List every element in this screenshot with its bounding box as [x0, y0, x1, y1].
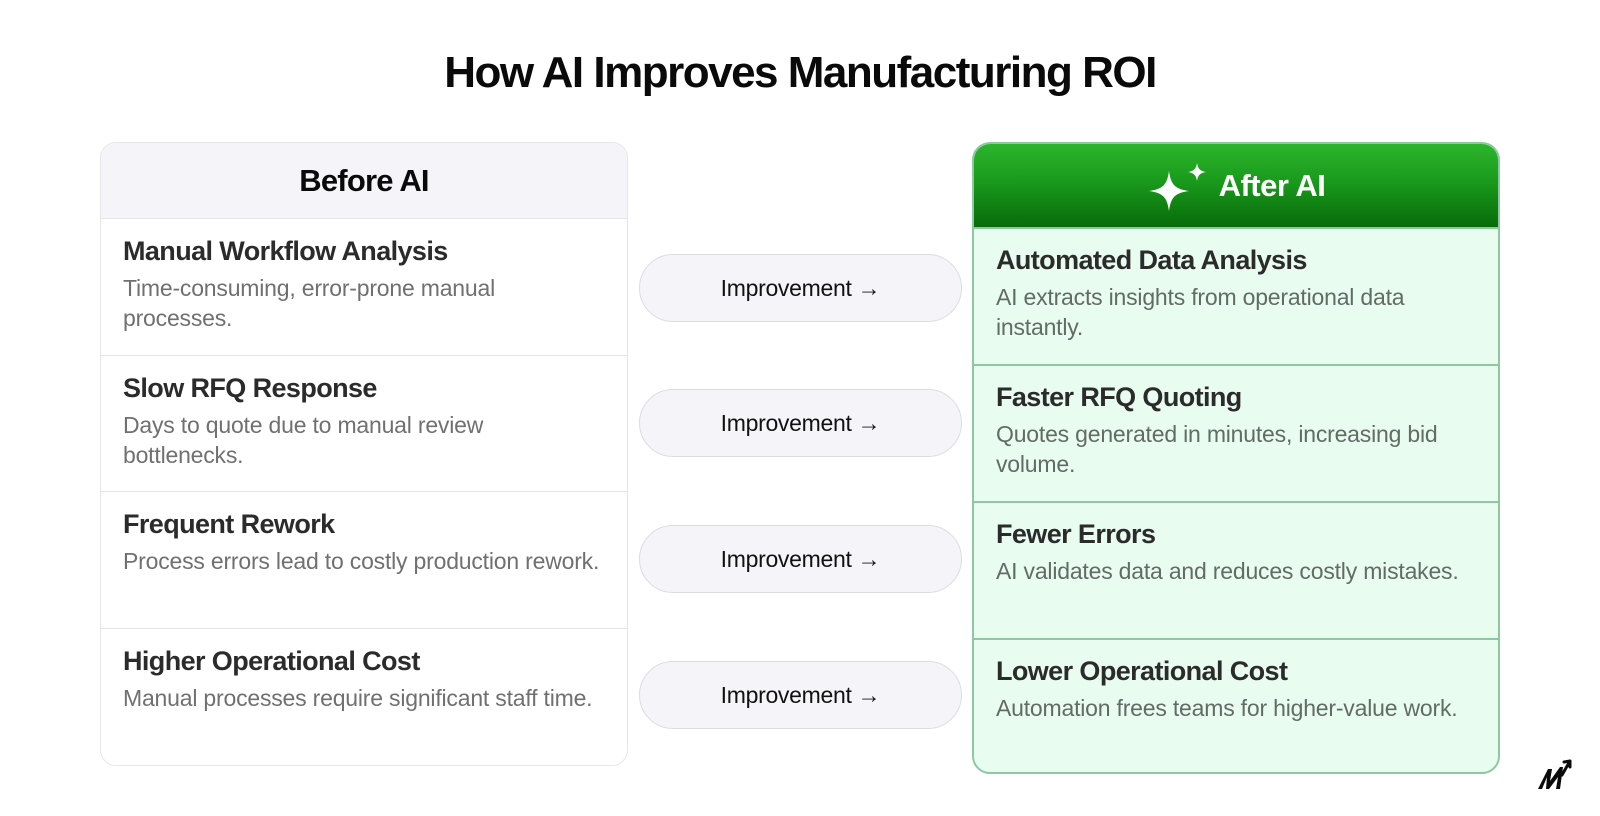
improvement-pill[interactable]: Improvement → [639, 525, 962, 593]
after-row: Lower Operational Cost Automation frees … [974, 640, 1498, 772]
row-title: Manual Workflow Analysis [123, 236, 448, 266]
improvement-pill[interactable]: Improvement → [639, 389, 962, 457]
row-description: Manual processes require significant sta… [123, 684, 593, 711]
brand-logo-icon [1538, 759, 1572, 789]
row-description: AI extracts insights from operational da… [996, 284, 1405, 341]
after-ai-panel: After AI Automated Data Analysis AI extr… [972, 142, 1500, 774]
row-title: Slow RFQ Response [123, 372, 377, 403]
before-row: Frequent Rework Process errors lead to c… [101, 492, 627, 629]
row-description: Time-consuming, error-prone manual proce… [123, 275, 495, 332]
after-ai-header-label: After AI [1218, 167, 1326, 203]
row-title: Higher Operational Cost [123, 645, 420, 676]
before-ai-header: Before AI [101, 143, 627, 219]
improvement-pill[interactable]: Improvement → [639, 661, 962, 729]
row-title: Automated Data Analysis [996, 245, 1307, 275]
sparkle-icon [1148, 162, 1206, 211]
row-description: AI validates data and reduces costly mis… [996, 558, 1459, 585]
before-row: Manual Workflow Analysis Time-consuming,… [101, 219, 627, 356]
row-title: Faster RFQ Quoting [996, 382, 1242, 412]
row-description: Quotes generated in minutes, increasing … [996, 421, 1438, 478]
row-description: Process errors lead to costly production… [123, 548, 600, 575]
before-row: Higher Operational Cost Manual processes… [101, 629, 627, 766]
after-row: Faster RFQ Quoting Quotes generated in m… [974, 366, 1498, 503]
row-description: Days to quote due to manual review bottl… [123, 411, 484, 468]
after-ai-header: After AI [974, 144, 1498, 229]
row-description: Automation frees teams for higher-value … [996, 695, 1458, 722]
row-title: Lower Operational Cost [996, 656, 1288, 686]
after-row: Automated Data Analysis AI extracts insi… [974, 229, 1498, 366]
improvement-pill[interactable]: Improvement → [639, 254, 962, 322]
page-title: How AI Improves Manufacturing ROI [444, 48, 1157, 97]
row-title: Fewer Errors [996, 519, 1156, 549]
before-ai-panel: Before AI Manual Workflow Analysis Time-… [100, 142, 628, 766]
before-row: Slow RFQ Response Days to quote due to m… [101, 356, 627, 492]
row-title: Frequent Rework [123, 509, 335, 539]
after-row: Fewer Errors AI validates data and reduc… [974, 503, 1498, 640]
